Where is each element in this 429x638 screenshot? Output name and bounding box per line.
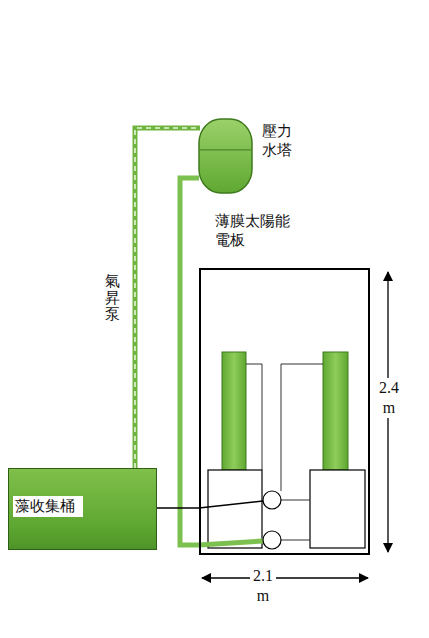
- edge-label: 氣昇泵: [105, 273, 120, 323]
- solar-enclosure: 薄膜太陽能電板: [199, 268, 370, 555]
- return-pipe: [157, 507, 199, 509]
- dimension-label: 2.1 m: [250, 566, 276, 606]
- water-tower: 壓力水塔: [198, 118, 253, 194]
- tower-shape: [198, 118, 253, 194]
- water-pipe: [180, 178, 199, 545]
- collection-tank: 藻收集桶: [8, 468, 157, 550]
- dimension-lines: [202, 272, 388, 578]
- inner-equipment: [199, 352, 365, 549]
- dimension-label: 2.4 m: [376, 378, 402, 418]
- panel-heading: 薄膜太陽能電板: [215, 212, 295, 250]
- tower-label: 壓力水塔: [262, 122, 296, 160]
- tank-label: 藻收集桶: [13, 496, 83, 517]
